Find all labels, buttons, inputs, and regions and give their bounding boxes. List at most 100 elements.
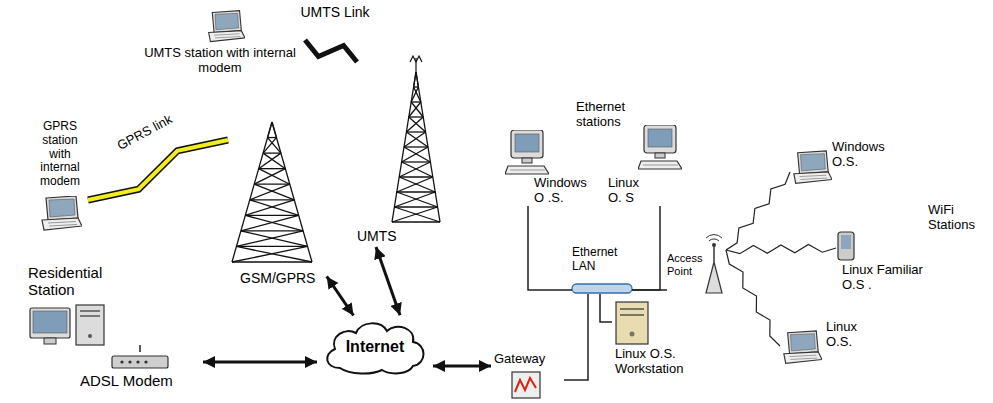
group-label: WiFi Stations [928, 203, 990, 233]
device-label: Access Point [667, 252, 707, 277]
residential-pc-icon [88, 334, 92, 338]
link-line [600, 294, 612, 322]
tower-lattice [259, 169, 290, 185]
network-link [564, 294, 588, 380]
ethernet-bus-bar [572, 284, 632, 293]
network-cloud: Internet [320, 318, 430, 376]
tower-lattice [394, 192, 435, 207]
tower-lattice [404, 147, 430, 162]
umts-laptop-icon [209, 11, 245, 42]
link-line [726, 250, 780, 346]
gprs-laptop-icon [42, 196, 82, 230]
device-label: GSM/GPRS [240, 270, 325, 286]
tower-lattice [245, 215, 298, 216]
radio-link [88, 140, 228, 200]
tower-lattice [416, 72, 418, 87]
workstation-icon [630, 332, 635, 337]
workstation-icon [616, 302, 648, 344]
tower-lattice [392, 221, 440, 222]
umts-antenna [410, 56, 422, 72]
tower-lattice [263, 153, 285, 169]
wireless-link [726, 250, 780, 346]
tower-lattice [254, 169, 285, 185]
tower-lattice [263, 138, 276, 154]
device-node: Linux O.S. Workstation [612, 300, 695, 377]
device-label: Linux O.S. [826, 320, 876, 350]
pda-icon [838, 232, 854, 260]
device-node: Gateway [494, 352, 564, 400]
tower-lattice [404, 132, 426, 147]
tower-lattice [406, 132, 428, 147]
adsl-modem-icon [128, 360, 131, 363]
link-line [564, 294, 588, 380]
tower-lattice [263, 152, 281, 153]
link-label: GPRS link [113, 111, 176, 154]
radio-link [305, 40, 357, 62]
device-label: UMTS [357, 228, 407, 244]
device-label: Linux O.S. Workstation [615, 347, 695, 377]
device-label: Linux Familiar O.S . [842, 263, 932, 293]
gateway-icon [512, 372, 540, 398]
tower-lattice [259, 153, 281, 169]
tower-lattice [254, 184, 294, 200]
tower-lattice [232, 122, 272, 262]
adsl-modem-icon [144, 360, 147, 363]
link-line [528, 206, 572, 290]
wifi-laptop-icon [794, 151, 832, 183]
device-label: Internet [320, 338, 430, 356]
tower-lattice [402, 162, 433, 177]
residential-pc-icon [80, 310, 100, 312]
tower-lattice [411, 87, 418, 102]
tower-lattice [241, 231, 308, 247]
access-point-icon [712, 243, 716, 247]
wifi-laptop-icon [794, 151, 832, 183]
pda-icon [841, 235, 851, 249]
tower-lattice [409, 102, 421, 117]
access-point-icon [706, 235, 722, 241]
device-label: UMTS station with internal modem [135, 46, 305, 76]
network-link [632, 206, 660, 290]
device-label: Windows O.S. [832, 140, 892, 170]
pda-icon [838, 232, 854, 260]
residential-pc-icon [33, 311, 67, 333]
ethernet-pc-icon [638, 125, 682, 169]
network-link [433, 366, 491, 367]
tower-lattice [399, 177, 435, 192]
network-link [632, 290, 667, 291]
tower-lattice [394, 206, 437, 207]
tower-lattice [236, 246, 307, 247]
tower-lattice [414, 72, 416, 87]
network-link [600, 294, 612, 322]
tower-lattice [268, 122, 272, 138]
device-label: Gateway [494, 352, 564, 367]
tower-lattice [245, 215, 303, 231]
tower-lattice [236, 246, 312, 262]
link-line [305, 40, 357, 62]
link-line [376, 247, 400, 315]
wifi-laptop-icon [784, 331, 822, 363]
wireless-link [726, 172, 790, 250]
tower-lattice [409, 116, 423, 117]
workstation-icon [620, 314, 644, 316]
link-line [203, 361, 317, 364]
link-label: UMTS Link [298, 4, 371, 20]
device-label: GPRS station with internal modem [32, 120, 88, 189]
access-point-icon [706, 262, 722, 293]
tower-lattice [411, 102, 423, 117]
tower-lattice [236, 231, 303, 247]
group-label: Ethernet stations [576, 100, 642, 130]
tower-lattice [250, 184, 290, 200]
tower-lattice [402, 161, 431, 162]
device-label: Residential Station [28, 264, 148, 299]
device-label: Ethernet LAN [572, 246, 632, 274]
network-link [203, 362, 317, 363]
network-link [376, 247, 400, 315]
workstation-icon [620, 308, 644, 310]
tower-lattice [232, 246, 308, 262]
device-node: GPRS station with internal modem [32, 120, 88, 232]
tower-lattice [272, 122, 312, 262]
residential-pc-icon [76, 305, 104, 345]
umts-laptop-icon [209, 11, 245, 42]
tower-lattice [268, 137, 277, 138]
ethernet-pc-icon [505, 130, 549, 174]
